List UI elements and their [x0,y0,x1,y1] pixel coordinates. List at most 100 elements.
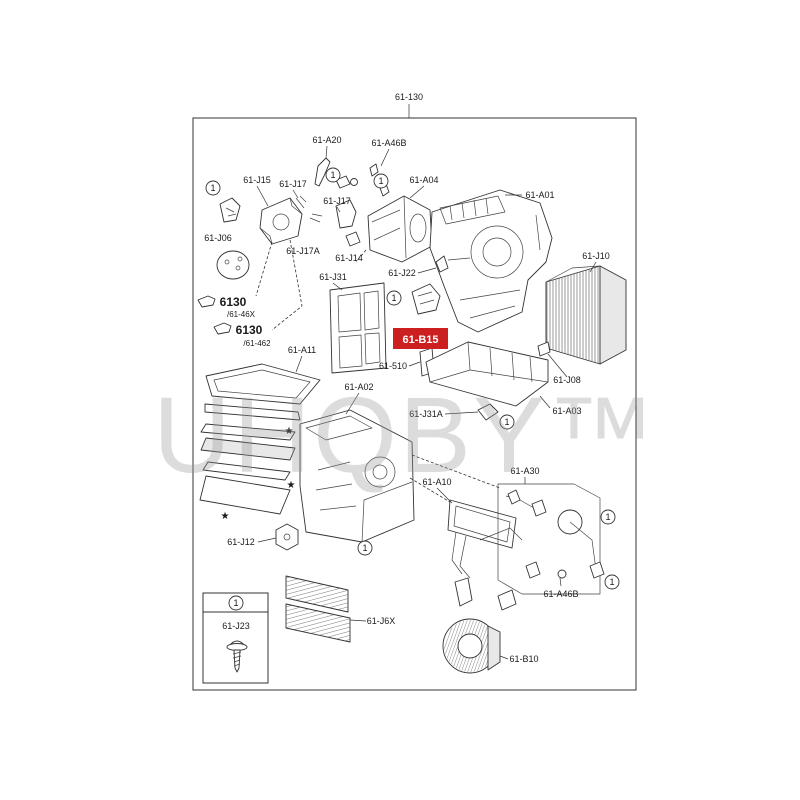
leader-a02 [345,392,360,415]
seal-j31a [477,403,499,421]
upper-case-scroll [470,225,524,279]
label-j31: 61-J31 [319,272,347,282]
filter-strip-3 [202,461,291,481]
linkage-group-a30 [497,483,605,595]
callout-number: 1 [378,176,383,186]
actuator-gear [272,213,290,231]
door-link-detail [417,291,435,305]
fastener-code: 6130 [220,295,247,309]
callout: 1 [325,167,341,183]
label-a30: 61-A30 [510,466,539,476]
callout-circle [604,574,620,590]
filter-frame-a11 [199,363,321,515]
callout-number: 1 [210,183,215,193]
fastener-sub: /61-46X [227,310,256,319]
retainer-b [557,569,567,579]
leader-j12 [257,537,277,543]
diagram-frame [192,117,637,691]
label-j06: 61-J06 [204,233,232,243]
actuator-j15 [219,197,303,245]
label-a10: 61-A10 [422,477,451,487]
disk-hole-2 [235,265,241,271]
callout-number: 1 [330,170,335,180]
linkage-clip [531,499,547,517]
mode-case-a04 [367,195,433,263]
blower-motor-housing [487,625,501,671]
part-labels: 61-A20 61-A46B 61-J15 61-J17 61-A04 61-A… [204,135,610,664]
screw-mid [309,213,323,223]
evaporator-side [599,265,627,365]
filter-lower-pleats [286,604,350,642]
label-j08: 61-J08 [553,375,581,385]
callout: 1 [499,414,515,430]
seal-frame-outline [329,282,387,374]
blower-case-hub [372,464,388,480]
hex-piece-hole [283,533,291,541]
callout-circle [357,540,373,556]
upper-case-scroll-inner [482,237,512,267]
callout: 1 [357,540,373,556]
upper-case-a01 [429,189,553,333]
clip-icon [213,322,232,335]
heater-core-a10 [447,499,523,611]
screw-icon [226,640,248,673]
linkage-end [589,561,605,579]
filters-j6x [285,575,351,643]
leader-a46b-upper [380,148,390,167]
callout-circle [205,180,221,196]
fastener-sub: /61-462 [243,339,271,348]
fastener-j14 [345,231,361,247]
callout-number: 1 [605,512,610,522]
linkage-lever [507,489,521,505]
inset-callout-number: 1 [233,598,238,608]
label-j31a: 61-J31A [409,409,443,419]
bracket-detail [225,207,237,217]
label-j10: 61-J10 [582,251,610,261]
inset-box [202,592,269,684]
linkage-rods [505,495,597,571]
label-j6x: 61-J6X [367,616,396,626]
blower-case-a02 [299,409,415,543]
leader-j6x [349,619,367,622]
motor-bracket [335,199,357,229]
pipe-bracket [454,577,473,607]
linkage-parts-a20 [314,157,390,197]
filter-upper-pleats [286,576,348,612]
watermark: UHQBY™ [153,374,657,495]
filter-strip-2 [200,437,296,461]
label-a01: 61-A01 [525,190,554,200]
clip-j08 [537,341,551,357]
disk-outline [216,250,250,280]
callout: 1 [205,180,221,196]
leader-b10 [499,655,509,660]
label-a46b-lower: 61-A46B [543,589,578,599]
filter-rail [204,403,301,421]
label-j17a: 61-J17A [286,246,320,256]
callout-circle [325,167,341,183]
screws-j17 [295,195,361,247]
evaporator-fins [546,266,600,364]
callout-markers: 1 1 1 1 1 1 1 1 [205,167,620,590]
upper-case-vent-slats [449,197,489,221]
callout-number: 1 [504,417,509,427]
actuator-detail [259,197,303,245]
label-510: 61-510 [379,361,407,371]
callout: 1 [604,574,620,590]
mode-case-outline [367,195,433,263]
leader-a20 [325,145,328,159]
callout-circle [373,173,389,189]
seal-frame-panels [337,290,381,369]
heater-core-inner [453,505,511,543]
label-b10: 61-B10 [509,654,538,664]
callout-circle [499,414,515,430]
screw-thread [232,651,242,667]
leader-j22 [417,267,437,274]
upper-case-ribs [447,214,541,319]
upper-case-outline [429,189,553,333]
disk-j06 [216,250,250,280]
leader-a10 [436,487,453,504]
highlight-box [393,328,448,349]
dash-to-clip-upper [255,241,273,297]
dash-to-clip-lower [271,239,303,331]
